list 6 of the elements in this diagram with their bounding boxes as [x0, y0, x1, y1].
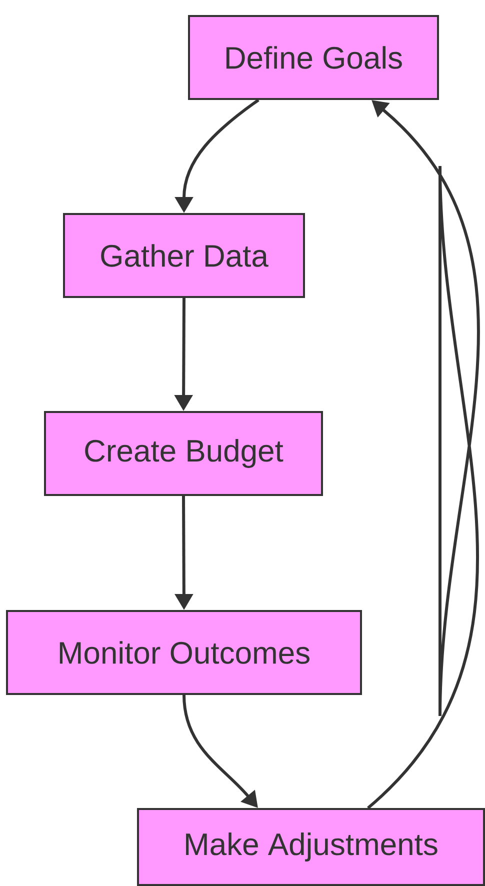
process-box: Gather Data — [63, 213, 305, 298]
process-box: Make Adjustments — [137, 808, 485, 886]
process-box: Create Budget — [44, 411, 323, 496]
arrow — [366, 100, 480, 810]
process-box: Monitor Outcomes — [6, 610, 362, 695]
process-box: Define Goals — [188, 15, 439, 100]
